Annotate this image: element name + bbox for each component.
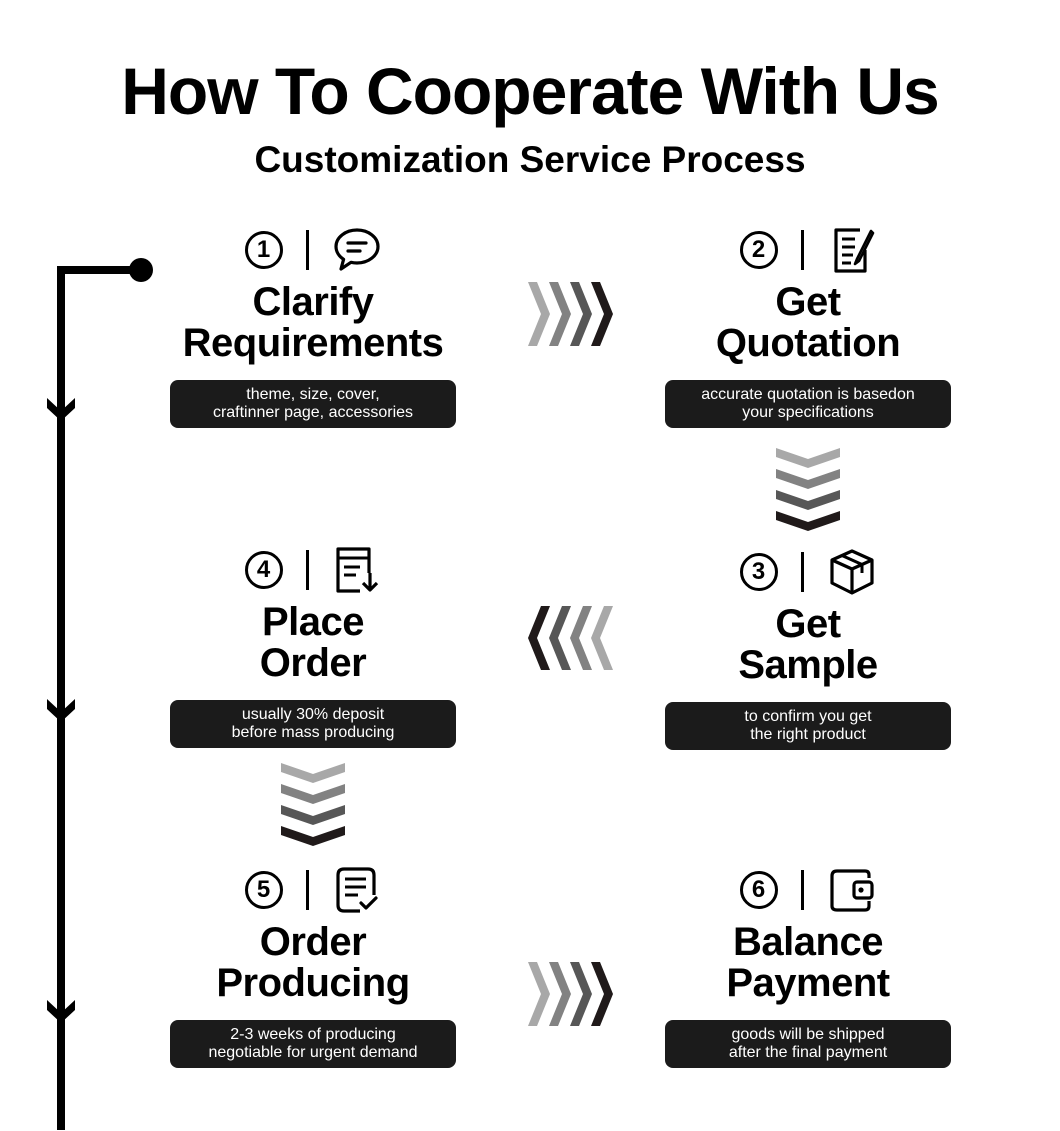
step-number: 5	[244, 871, 283, 909]
arrow-right-5-to-6	[528, 962, 613, 1026]
timeline-line	[57, 266, 140, 1130]
divider	[800, 230, 804, 270]
timeline-start-dot	[129, 258, 153, 282]
wallet-icon	[829, 869, 874, 912]
arrow-down-2-to-3	[776, 448, 840, 531]
timeline-arrow-2	[47, 699, 75, 722]
package-box-icon	[829, 549, 874, 595]
order-download-icon	[335, 547, 378, 593]
divider	[800, 870, 804, 910]
step-description: theme, size, cover,craftinner page, acce…	[170, 380, 456, 428]
arrow-right-1-to-2	[528, 282, 613, 346]
step-number: 4	[244, 551, 283, 589]
main-title: How To Cooperate With Us	[121, 54, 940, 128]
timeline-arrow-1	[47, 398, 75, 421]
timeline	[47, 258, 153, 1130]
step-number: 2	[739, 231, 778, 269]
divider	[305, 550, 309, 590]
arrow-down-4-to-5	[281, 763, 345, 846]
step-number: 1	[244, 231, 283, 269]
divider	[305, 230, 309, 270]
chat-bubble-icon	[333, 228, 380, 271]
arrow-left-3-to-4	[528, 606, 613, 670]
step-number: 6	[739, 871, 778, 909]
step-number: 3	[739, 553, 778, 591]
timeline-arrow-3	[47, 1000, 75, 1023]
divider	[305, 870, 309, 910]
checklist-icon	[335, 867, 378, 913]
subtitle: Customization Service Process	[254, 139, 806, 180]
quotation-document-icon	[833, 228, 874, 273]
divider	[800, 552, 804, 592]
